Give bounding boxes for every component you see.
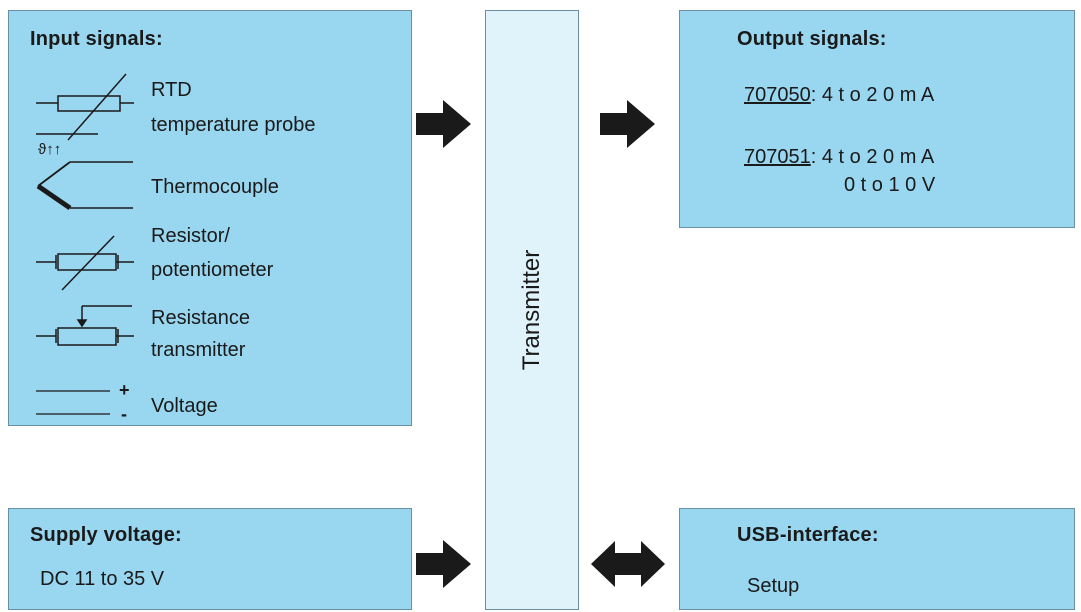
supply-voltage-box bbox=[8, 508, 412, 610]
usb-interface-title: USB-interface: bbox=[737, 524, 879, 546]
voltage-plus-sign: + bbox=[119, 380, 130, 400]
resistor-label-line1: Resistor/ bbox=[151, 225, 230, 247]
transmitter-box bbox=[485, 10, 579, 610]
transmitter-to-output-arrow bbox=[600, 100, 655, 148]
code-separator: : bbox=[810, 146, 817, 168]
voltage-minus-sign: - bbox=[121, 404, 127, 424]
usb-interface-box bbox=[679, 508, 1075, 610]
supply-to-transmitter-arrow bbox=[416, 540, 471, 588]
usb-interface-value: Setup bbox=[747, 575, 800, 597]
output-entry-707051: 707051: 4 t o 2 0 m A bbox=[744, 145, 934, 170]
output-range-707050: 4 t o 2 0 m A bbox=[821, 84, 935, 106]
output-range-707051-voltage: 0 t o 1 0 V bbox=[844, 174, 936, 196]
supply-voltage-value: DC 11 to 35 V bbox=[40, 568, 165, 590]
input-signals-title: Input signals: bbox=[30, 28, 163, 50]
order-code-707050: 707050 bbox=[744, 84, 811, 106]
code-separator: : bbox=[810, 84, 817, 106]
supply-voltage-title: Supply voltage: bbox=[30, 524, 182, 546]
resistor-label-line2: potentiometer bbox=[151, 259, 274, 281]
rtd-label-line2: temperature probe bbox=[151, 114, 316, 136]
order-code-707051: 707051 bbox=[744, 146, 811, 168]
input-to-transmitter-arrow bbox=[416, 100, 471, 148]
rtd-label-line1: RTD bbox=[151, 79, 192, 101]
output-entry-707050: 707050: 4 t o 2 0 m A bbox=[744, 83, 934, 108]
output-range-707051-current: 4 t o 2 0 m A bbox=[821, 146, 935, 168]
output-signals-box bbox=[679, 10, 1075, 228]
resistance-transmitter-label-line2: transmitter bbox=[151, 339, 246, 361]
thermocouple-label: Thermocouple bbox=[151, 176, 279, 198]
output-signals-title: Output signals: bbox=[737, 28, 887, 50]
voltage-label: Voltage bbox=[151, 395, 218, 417]
usb-bidirectional-arrow bbox=[591, 541, 665, 587]
rtd-temperature-symbol: ϑ↑↑ bbox=[38, 141, 62, 158]
resistance-transmitter-label-line1: Resistance bbox=[151, 307, 250, 329]
